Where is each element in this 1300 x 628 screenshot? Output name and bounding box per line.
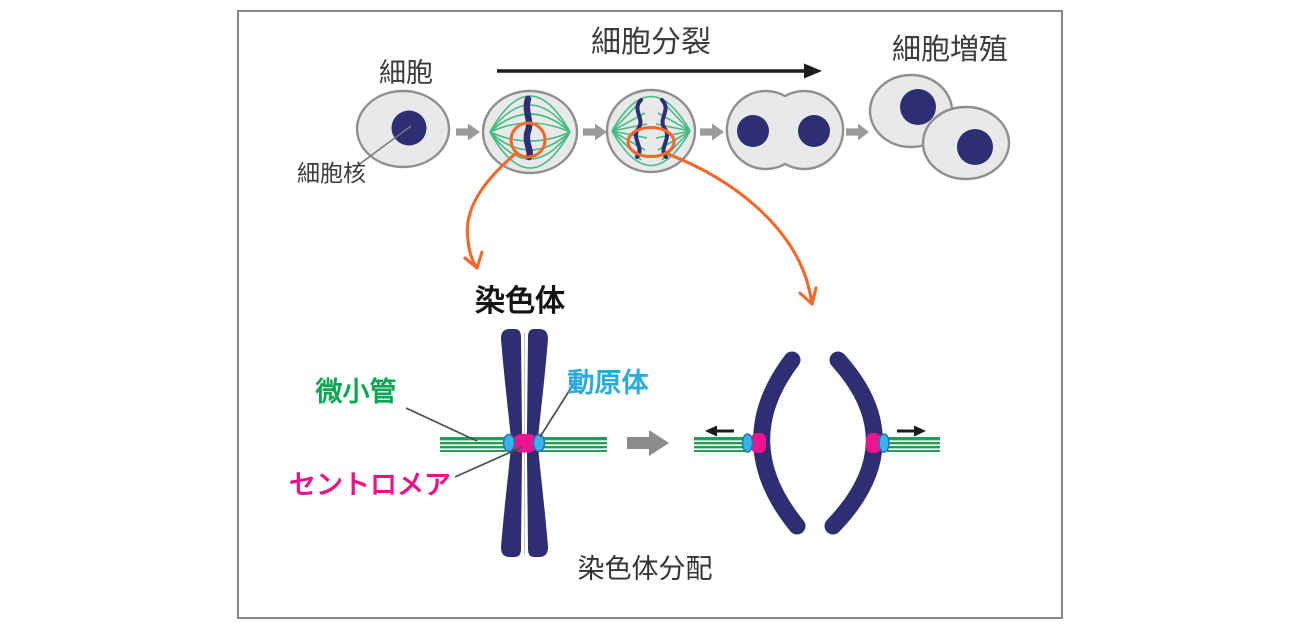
cell-anaphase — [605, 88, 697, 174]
nucleus — [900, 89, 936, 125]
centromere-left — [751, 433, 766, 453]
movement-arrow-left-icon — [705, 425, 734, 437]
nucleus-leader-line — [356, 125, 412, 167]
kinetochore-right — [532, 433, 546, 453]
chromosome-figure — [405, 329, 607, 557]
microtubule-band-right — [541, 437, 607, 452]
highlight-circle-anaphase — [626, 125, 676, 159]
chromosome-title: 染色体 — [475, 285, 565, 318]
nucleus — [798, 115, 830, 147]
microtubule-leader-line — [405, 407, 478, 442]
kinetochore-label: 動原体 — [567, 368, 649, 398]
movement-arrow-right-icon — [897, 425, 926, 437]
microtubule-band-far-right — [887, 437, 940, 452]
cell-label: 細胞 — [379, 58, 433, 88]
chromosome-segregation-label: 染色体分配 — [577, 554, 713, 584]
stage-arrow-icon-2 — [583, 123, 607, 141]
cell-interphase — [355, 89, 451, 169]
daughter-cells — [868, 73, 1011, 181]
centromere-leader-line — [454, 446, 523, 478]
kinetochore-right — [878, 433, 890, 453]
segregation-arrow-icon — [627, 430, 669, 456]
division-arrow-icon — [497, 63, 822, 79]
cell-proliferation-label: 細胞増殖 — [891, 34, 1009, 66]
highlight-circle-metaphase — [509, 121, 547, 159]
chromatid-moving-left — [753, 351, 806, 535]
microtubule-band-far-left — [694, 437, 747, 452]
aligned-chromosomes — [523, 95, 533, 161]
stage-arrow-icon-3 — [700, 123, 724, 141]
kinetochore-left — [502, 433, 516, 453]
cell-dividing — [725, 89, 845, 171]
callout-arrow-left — [463, 152, 517, 270]
kinetochore-leader-line — [539, 379, 577, 438]
nucleus — [737, 115, 769, 147]
cell-metaphase — [481, 89, 579, 175]
segregating-chromatids-figure — [694, 351, 940, 535]
callout-arrow-right — [666, 152, 818, 306]
centromere-label: セントロメア — [289, 470, 451, 500]
stage-arrow-icon-1 — [456, 123, 480, 141]
microtubule-label: 微小管 — [315, 377, 397, 407]
centromere-right — [866, 433, 881, 453]
nucleus — [957, 129, 993, 165]
cell-nucleus-label: 細胞核 — [297, 160, 366, 186]
cell-division-label: 細胞分裂 — [591, 26, 711, 59]
kinetochore-left — [741, 433, 754, 453]
microtubule-band-left — [440, 437, 506, 452]
stage-arrow-icon-4 — [846, 123, 869, 141]
